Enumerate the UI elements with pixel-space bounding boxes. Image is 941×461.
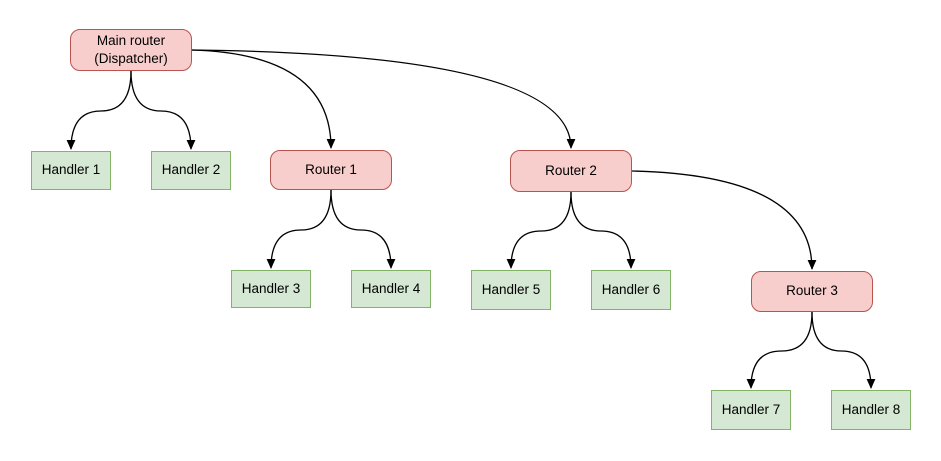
edge-r3-to-h8 <box>811 311 876 389</box>
edge-r2-to-r3 <box>631 170 817 270</box>
edge-main-to-h2 <box>130 70 196 150</box>
edge-main-to-h1 <box>66 70 132 150</box>
handler-node-h6: Handler 6 <box>591 270 671 310</box>
edge-main-to-r1 <box>191 49 336 149</box>
router-node-r3: Router 3 <box>751 271 873 312</box>
router-node-r1: Router 1 <box>270 150 392 190</box>
handler-node-h2: Handler 2 <box>151 151 231 190</box>
router-node-r2: Router 2 <box>510 150 632 192</box>
handler-node-h7: Handler 7 <box>711 390 791 430</box>
edge-r1-to-h4 <box>330 189 396 269</box>
edge-r3-to-h7 <box>746 311 813 389</box>
edge-r1-to-h3 <box>266 189 332 269</box>
handler-node-h4: Handler 4 <box>351 270 431 308</box>
handler-node-h8: Handler 8 <box>831 390 911 430</box>
handler-node-h1: Handler 1 <box>31 151 111 190</box>
edge-r2-to-h6 <box>570 191 636 269</box>
handler-node-h5: Handler 5 <box>471 270 551 310</box>
router-node-main: Main router (Dispatcher) <box>70 29 192 71</box>
handler-node-h3: Handler 3 <box>231 270 311 308</box>
edge-main-to-r2 <box>191 49 576 149</box>
edge-r2-to-h5 <box>506 191 572 269</box>
